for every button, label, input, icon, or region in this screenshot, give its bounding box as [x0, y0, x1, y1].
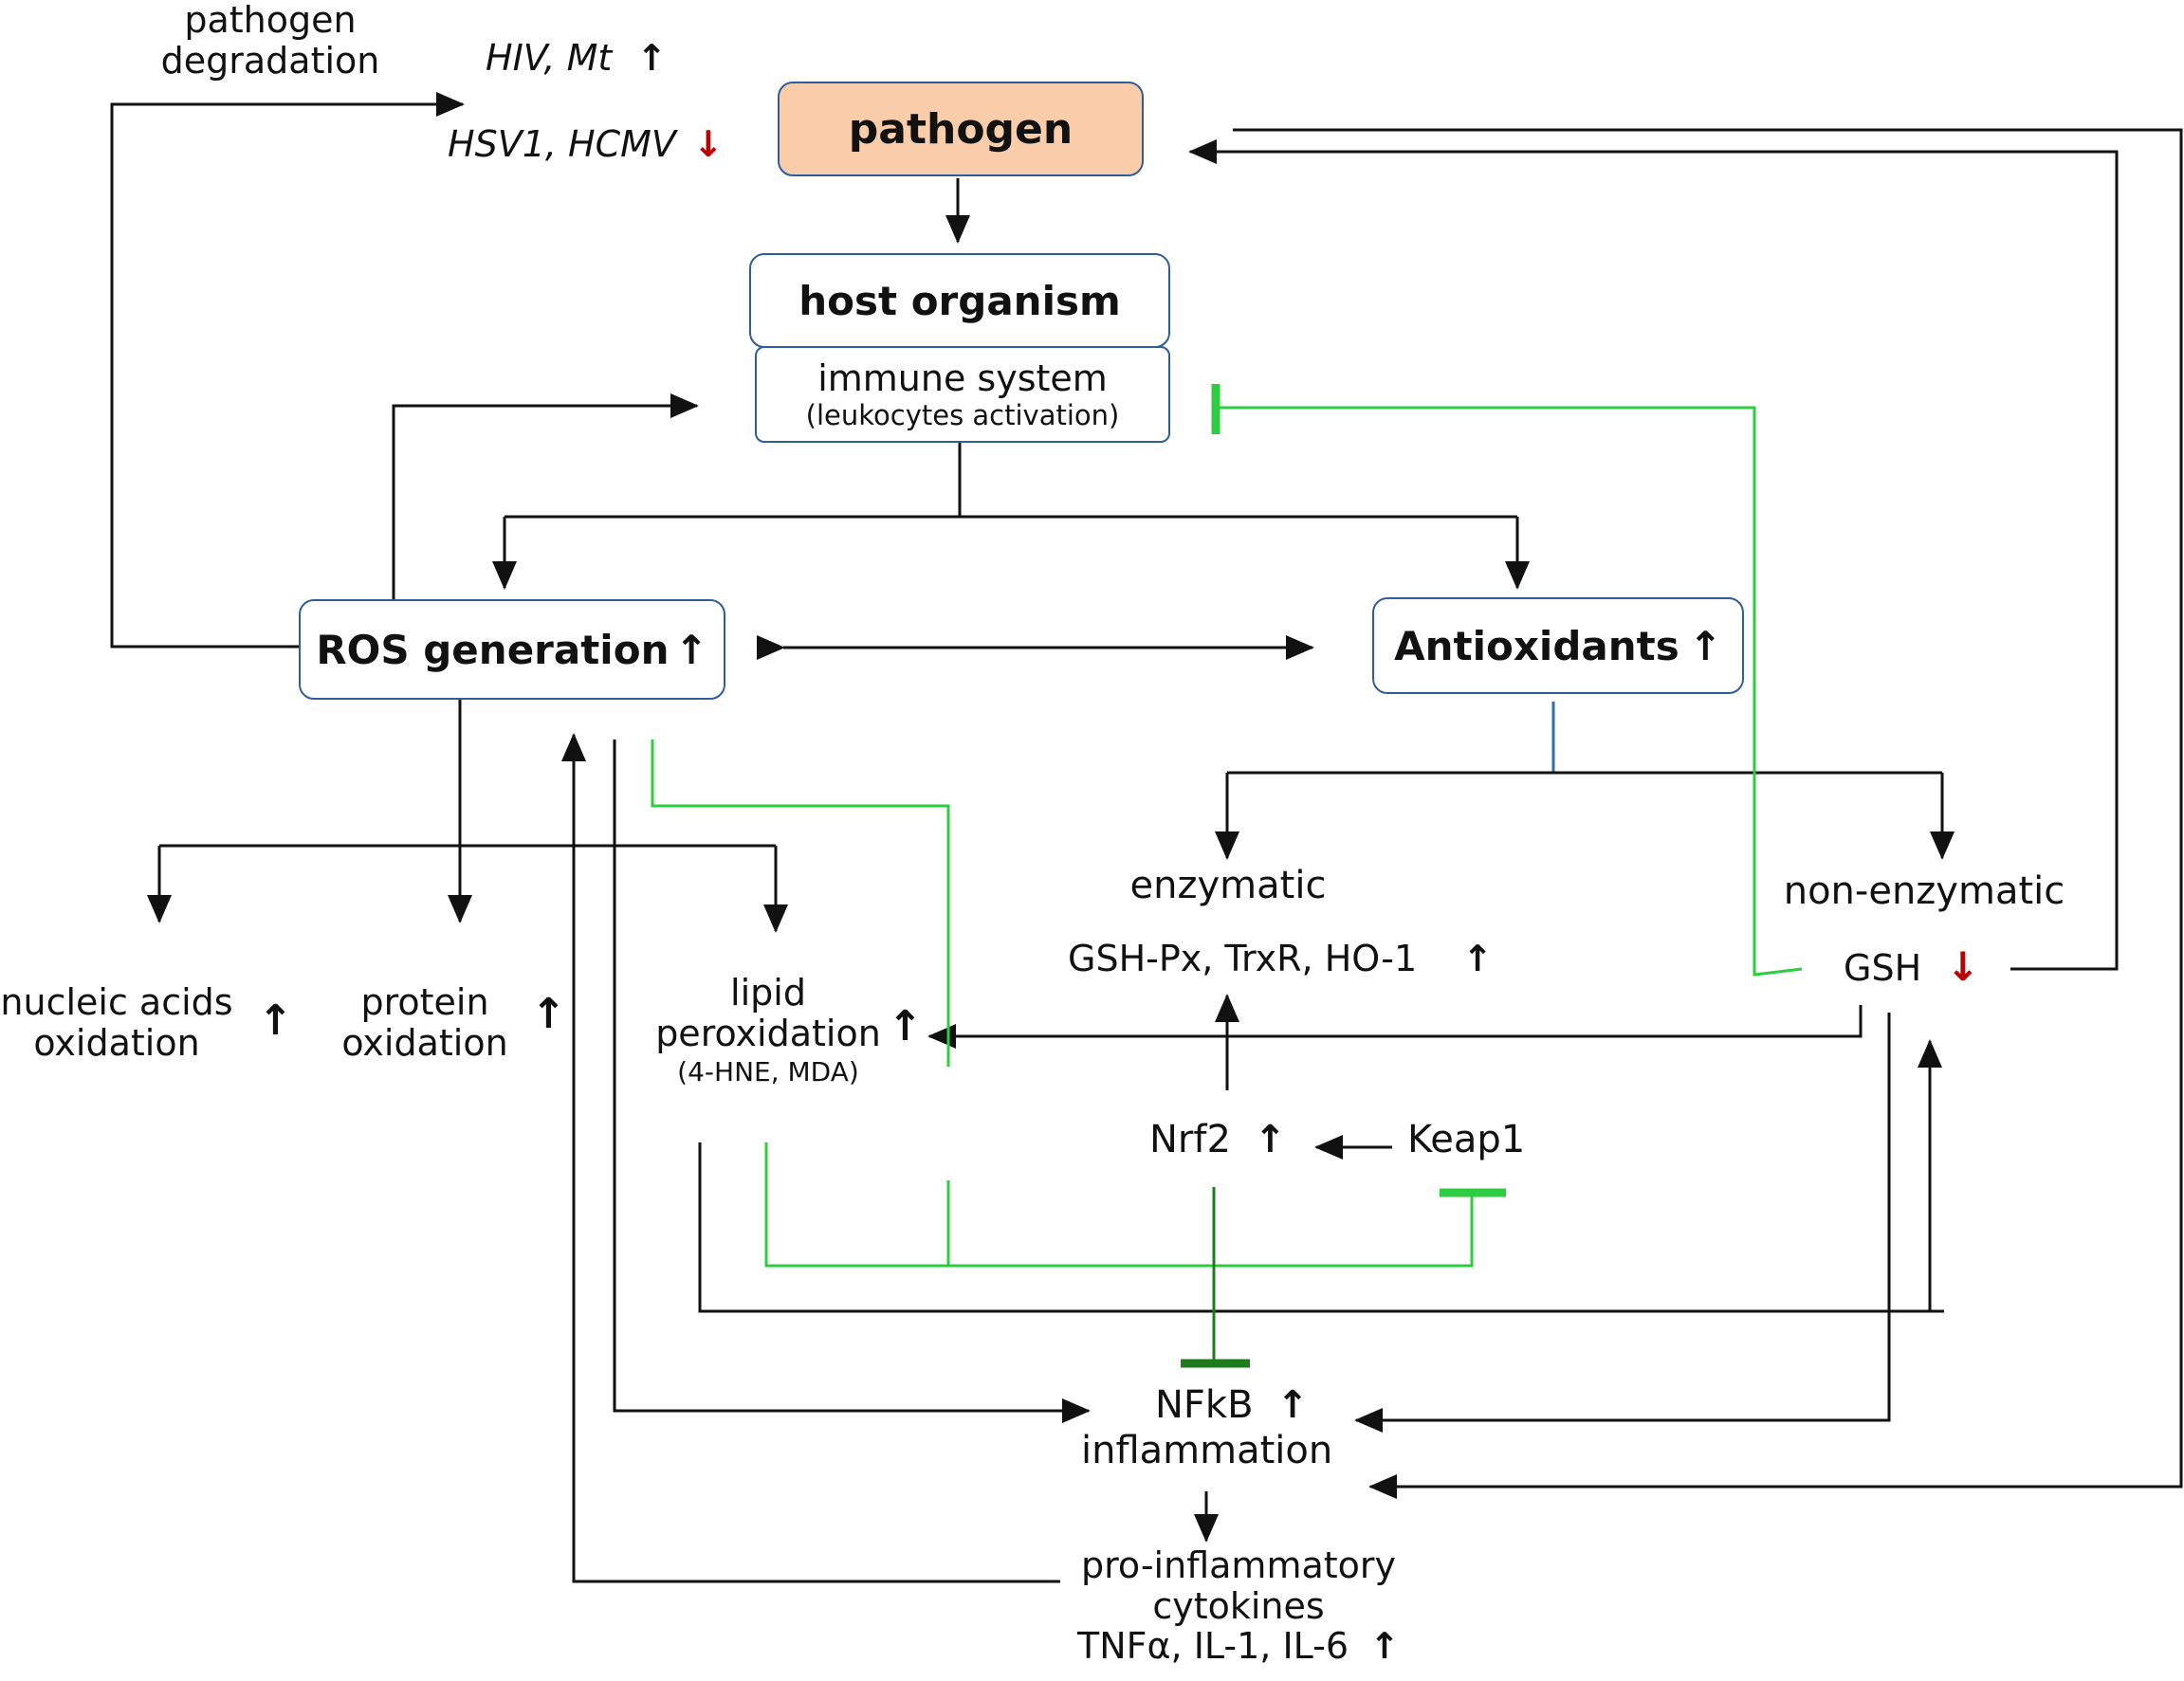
host-organism-label: host organism — [798, 277, 1121, 324]
antioxidants-label: Antioxidants — [1394, 622, 1679, 669]
immune-system-node: immune system (leukocytes activation) — [755, 346, 1170, 443]
arrow-ros-nfkb — [613, 740, 1091, 1423]
nrf2-text: Nrf2 — [1149, 1118, 1231, 1161]
hiv-mt-up-arrow-icon: ↑ — [636, 37, 668, 79]
inflammation-label: inflammation — [1081, 1429, 1333, 1472]
arrow-ros-immune — [392, 393, 699, 599]
gsh-label: GSH ↓ — [1844, 944, 1979, 989]
hiv-mt-label: HIV, Mt ↑ — [486, 38, 667, 79]
gsh-down-arrow-icon: ↓ — [1946, 943, 1980, 990]
nucleic-acids-oxidation-label: nucleic acids oxidation — [0, 982, 233, 1063]
cytokines-up-arrow-icon: ↑ — [1369, 1625, 1400, 1668]
protein-oxidation-label: protein oxidation — [332, 982, 518, 1063]
cytokines-line1: pro-inflammatory — [1080, 1544, 1397, 1586]
protein-up-arrow-icon: ↑ — [531, 990, 566, 1038]
antioxidants-up-arrow-icon: ↑ — [1688, 622, 1722, 669]
enzymes-text: GSH-Px, TrxR, HO-1 — [1068, 938, 1418, 979]
lipid-line1: lipid — [730, 972, 806, 1014]
nrf2-label: Nrf2 ↑ — [1149, 1119, 1286, 1161]
keap1-label: Keap1 — [1407, 1118, 1526, 1161]
arrow-gsh-nfkb — [1354, 1013, 1891, 1433]
nfkb-text: NFkB — [1155, 1383, 1254, 1427]
arrow-ros-degradation — [110, 92, 465, 649]
arrow-gsh-pathogen — [1188, 139, 2119, 971]
hsv-hcmv-label: HSV1, HCMV ↓ — [448, 124, 724, 165]
hsv-hcmv-text: HSV1, HCMV — [448, 123, 676, 165]
lipid-up-arrow-icon: ↑ — [888, 1002, 923, 1051]
nucleic-up-arrow-icon: ↑ — [258, 996, 293, 1045]
nfkb-up-arrow-icon: ↑ — [1276, 1383, 1309, 1427]
cytokines-line2: cytokines — [1152, 1584, 1325, 1627]
enzymes-up-arrow-icon: ↑ — [1462, 938, 1494, 979]
cytokines-line3: TNFα, IL-1, IL-6 — [1077, 1625, 1349, 1668]
inhibit-gsh-immune — [1216, 406, 1803, 977]
ros-up-arrow-icon: ↑ — [674, 626, 708, 673]
inhibit-lipid-keap1 — [764, 1142, 1474, 1268]
arrow-lipid-gsh — [698, 1142, 1944, 1313]
protein-line1: protein — [360, 981, 489, 1023]
arrow-gsh-lipid — [927, 1005, 1863, 1049]
nucleic-line2: oxidation — [33, 1021, 200, 1064]
arrow-cytokines-ros — [561, 733, 1060, 1583]
lipid-peroxidation-label: lipid peroxidation (4-HNE, MDA) — [645, 973, 891, 1087]
ros-generation-node: ROS generation ↑ — [299, 599, 725, 700]
enzymatic-label: enzymatic — [1129, 864, 1327, 907]
hsv-hcmv-down-arrow-icon: ↓ — [693, 123, 724, 165]
enzymes-label: GSH-Px, TrxR, HO-1 ↑ — [1068, 939, 1493, 979]
protein-line2: oxidation — [341, 1021, 508, 1064]
lipid-line3: (4-HNE, MDA) — [677, 1056, 859, 1088]
ros-generation-label: ROS generation — [316, 626, 670, 673]
nrf2-up-arrow-icon: ↑ — [1254, 1118, 1287, 1161]
cytokines-label: pro-inflammatory cytokines TNFα, IL-1, I… — [1068, 1545, 1409, 1667]
arrow-outer-inflammation — [1233, 128, 2183, 1499]
lipid-line2: peroxidation — [655, 1012, 881, 1054]
immune-system-sublabel: (leukocytes activation) — [805, 399, 1120, 431]
hiv-mt-text: HIV, Mt — [486, 37, 613, 79]
pathogen-degradation-label: pathogen degradation — [152, 0, 389, 81]
immune-system-label: immune system — [817, 357, 1108, 399]
pathogen-label: pathogen — [848, 104, 1074, 154]
inhibit-ros-path — [651, 740, 950, 1067]
pathogen-node: pathogen — [778, 82, 1144, 176]
pathogen-degradation-line1: pathogen — [184, 0, 357, 41]
pathogen-degradation-line2: degradation — [160, 39, 380, 82]
host-organism-node: host organism — [749, 253, 1170, 348]
gsh-text: GSH — [1844, 947, 1922, 989]
nucleic-line1: nucleic acids — [0, 981, 233, 1023]
nonenzymatic-label: non-enzymatic — [1783, 869, 2065, 913]
antioxidants-node: Antioxidants ↑ — [1372, 597, 1744, 694]
nfkb-label: NFkB ↑ — [1155, 1384, 1309, 1427]
